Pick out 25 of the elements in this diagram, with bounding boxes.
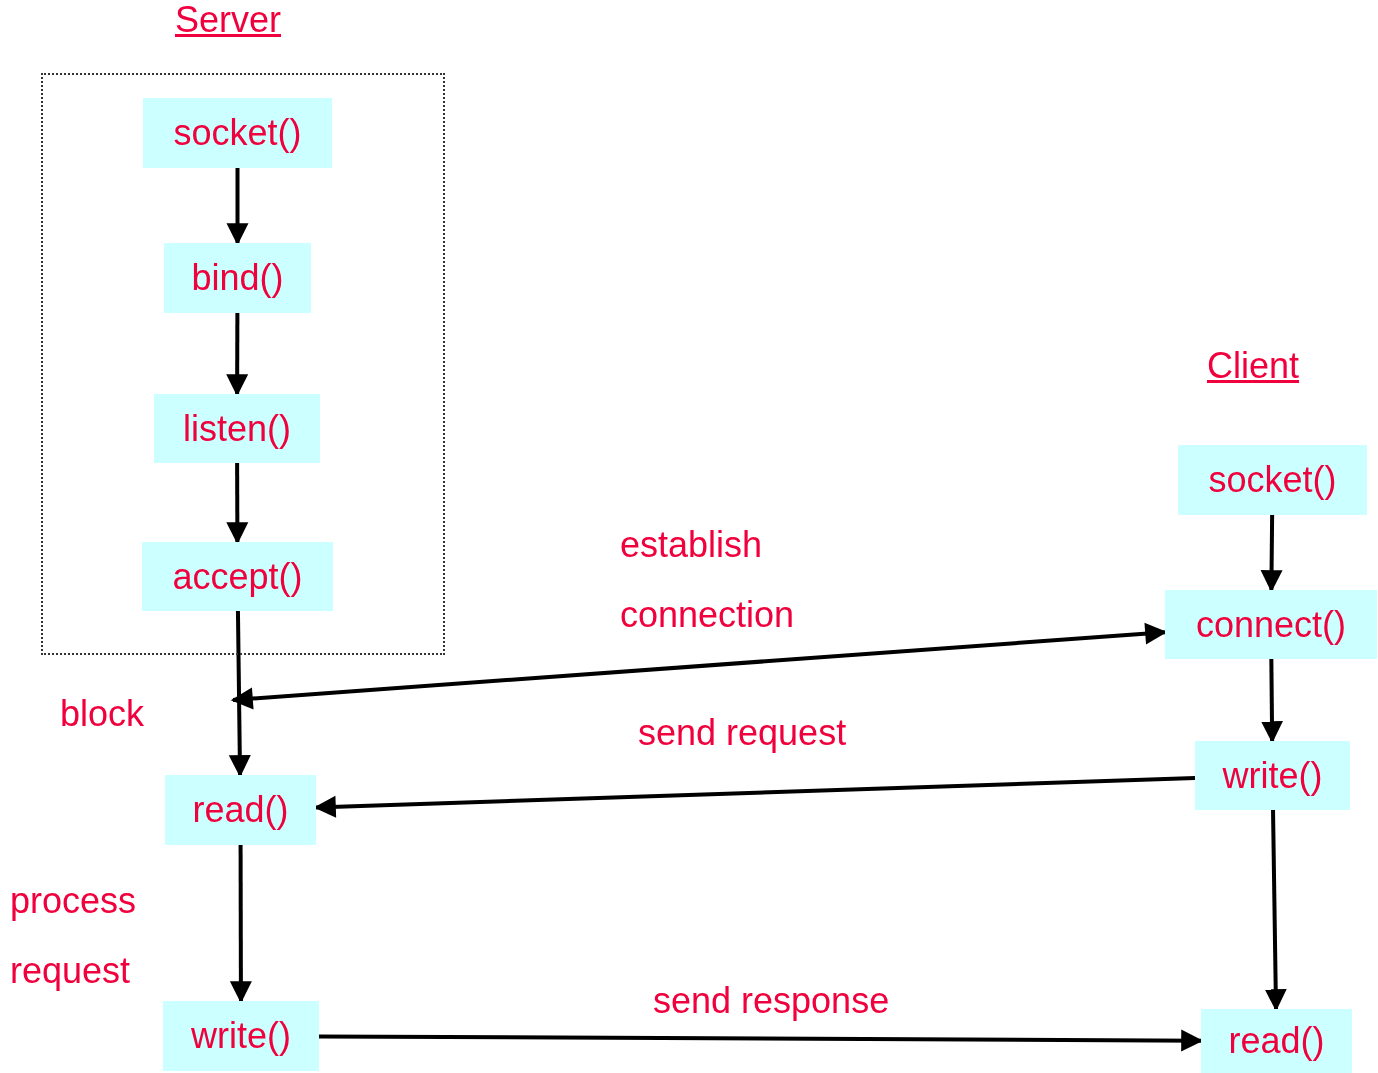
heading: Server: [175, 0, 282, 41]
function-box: connect(): [1165, 590, 1377, 659]
edge-label: send response: [653, 980, 891, 1022]
note: block: [60, 693, 145, 735]
function-box: write(): [163, 1001, 319, 1071]
function-box: socket(): [1178, 445, 1367, 515]
edge-label: send request: [638, 712, 848, 754]
arrow: [1260, 658, 1283, 744]
edge-label: establish connection: [620, 523, 796, 637]
arrow: [1260, 514, 1283, 593]
function-box: accept(): [142, 542, 333, 611]
arrow: [1264, 809, 1287, 1012]
function-box: read(): [165, 775, 316, 845]
function-box: read(): [1201, 1009, 1352, 1073]
note: process request: [10, 879, 138, 993]
arrow: [228, 610, 251, 778]
arrow: [226, 313, 249, 397]
heading: Client: [1207, 345, 1300, 387]
function-box: socket(): [143, 98, 332, 168]
arrow: [229, 845, 252, 1004]
function-box: bind(): [164, 243, 311, 313]
arrow: [226, 463, 249, 545]
arrow: [226, 168, 249, 246]
function-box: listen(): [154, 394, 320, 463]
function-box: write(): [1195, 741, 1350, 810]
